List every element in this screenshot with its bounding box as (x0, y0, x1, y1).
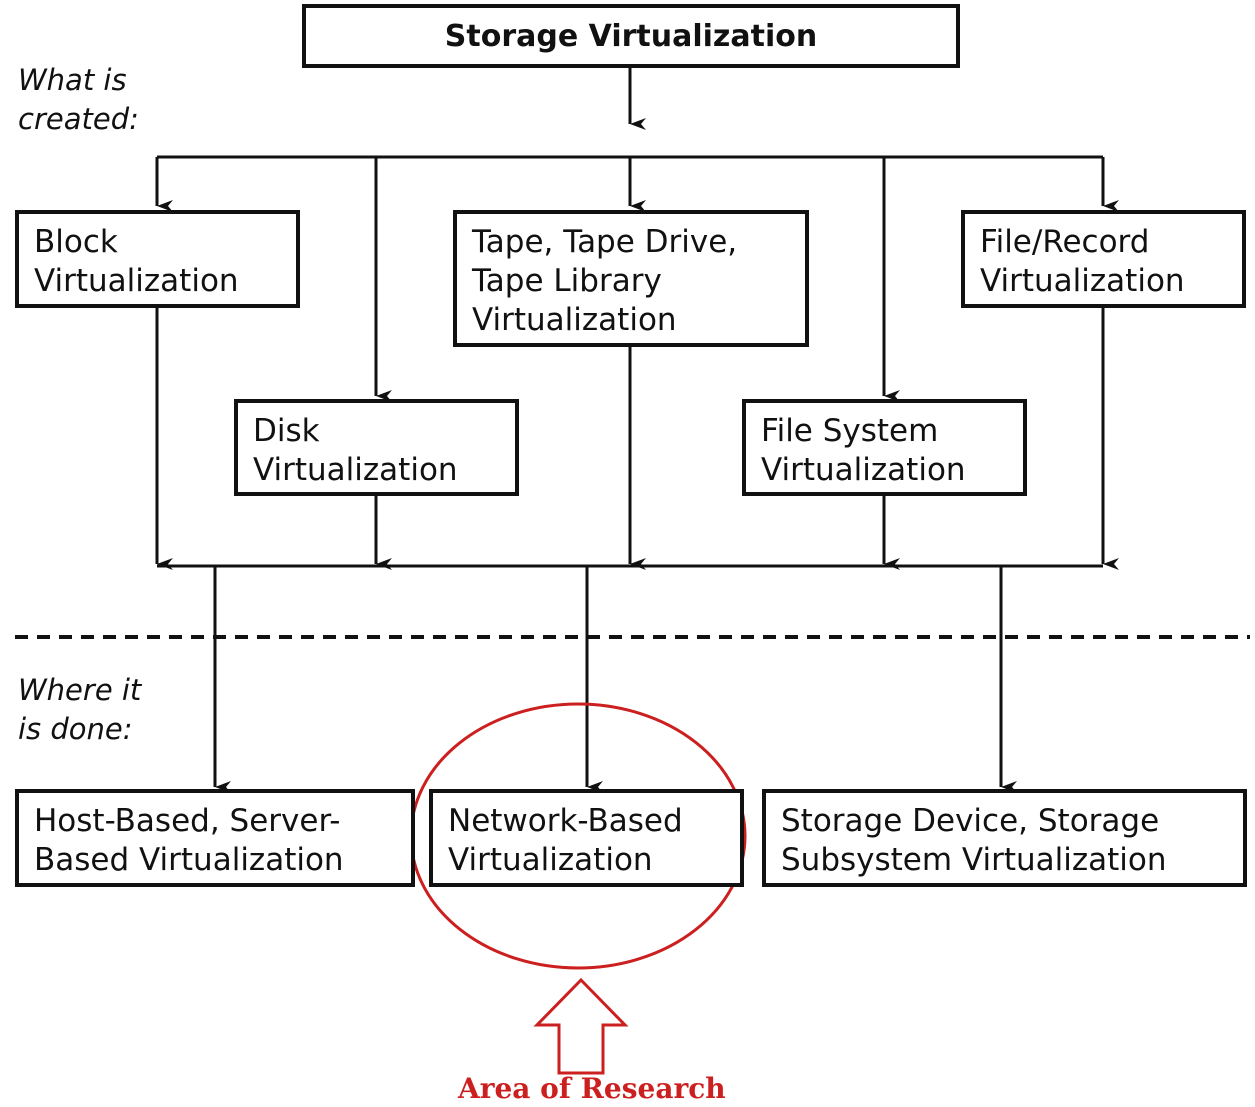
host-based-virtualization-box: Host-Based, Server- Based Virtualization (15, 789, 415, 887)
network-based-virtualization-box: Network-Based Virtualization (429, 789, 744, 887)
file-record-virtualization-box: File/Record Virtualization (961, 210, 1246, 308)
disk-virtualization-box: Disk Virtualization (234, 399, 519, 496)
file-system-virtualization-box: File System Virtualization (742, 399, 1027, 496)
tape-virtualization-box: Tape, Tape Drive, Tape Library Virtualiz… (453, 210, 809, 347)
section-label-where-done: Where it is done: (18, 673, 142, 746)
block-virtualization-box: Block Virtualization (15, 210, 300, 308)
area-of-research-label: Area of Research (458, 1072, 726, 1105)
research-arrow-icon (533, 977, 629, 1075)
title-box: Storage Virtualization (302, 4, 960, 68)
section-label-what-created: What is created: (18, 63, 139, 136)
storage-device-virtualization-box: Storage Device, Storage Subsystem Virtua… (762, 789, 1247, 887)
